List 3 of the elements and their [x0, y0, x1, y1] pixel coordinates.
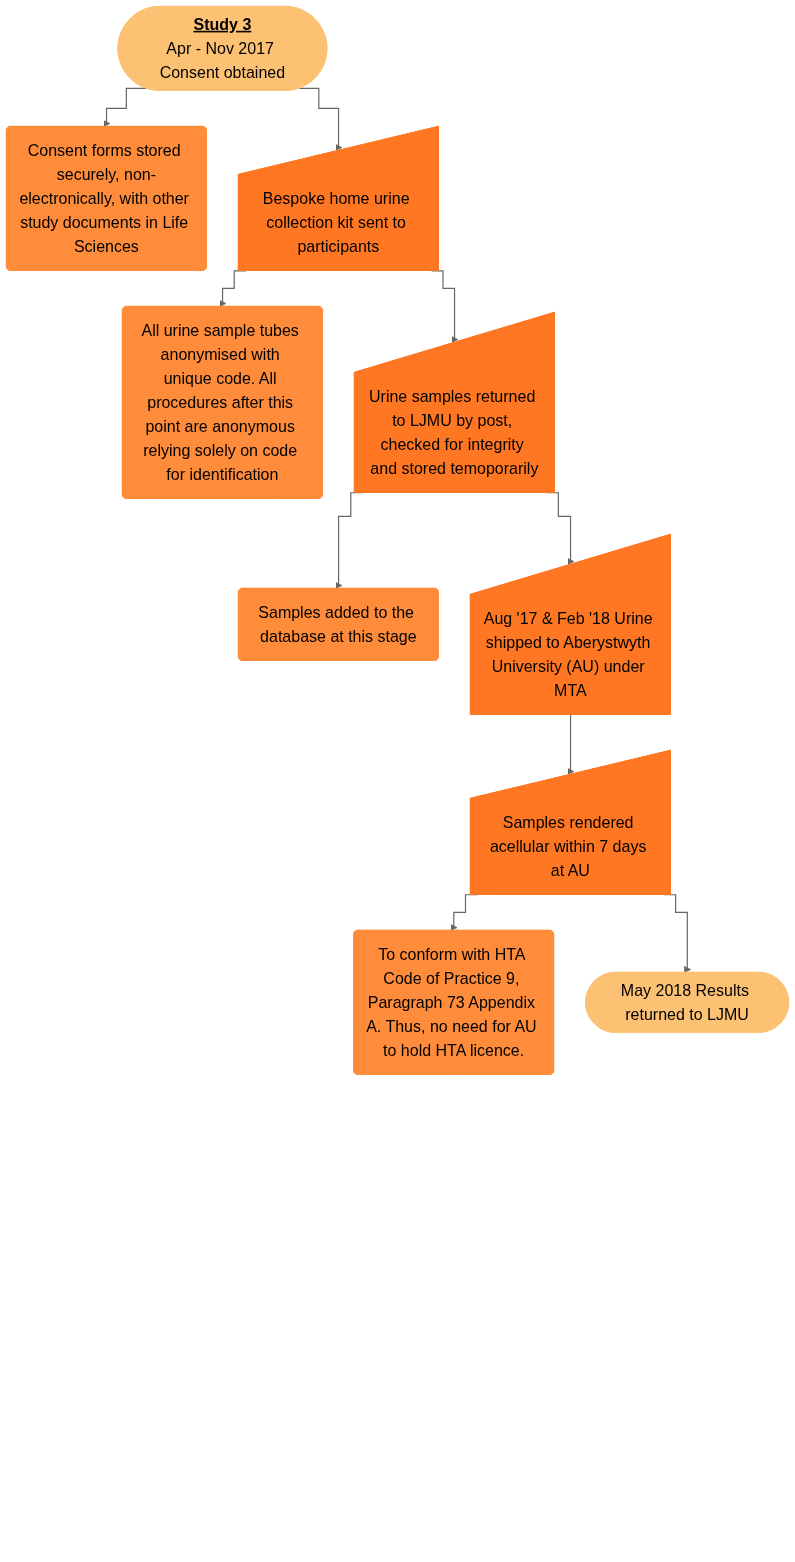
arrow	[567, 714, 575, 776]
arrow	[298, 87, 343, 152]
arrow	[103, 87, 147, 128]
